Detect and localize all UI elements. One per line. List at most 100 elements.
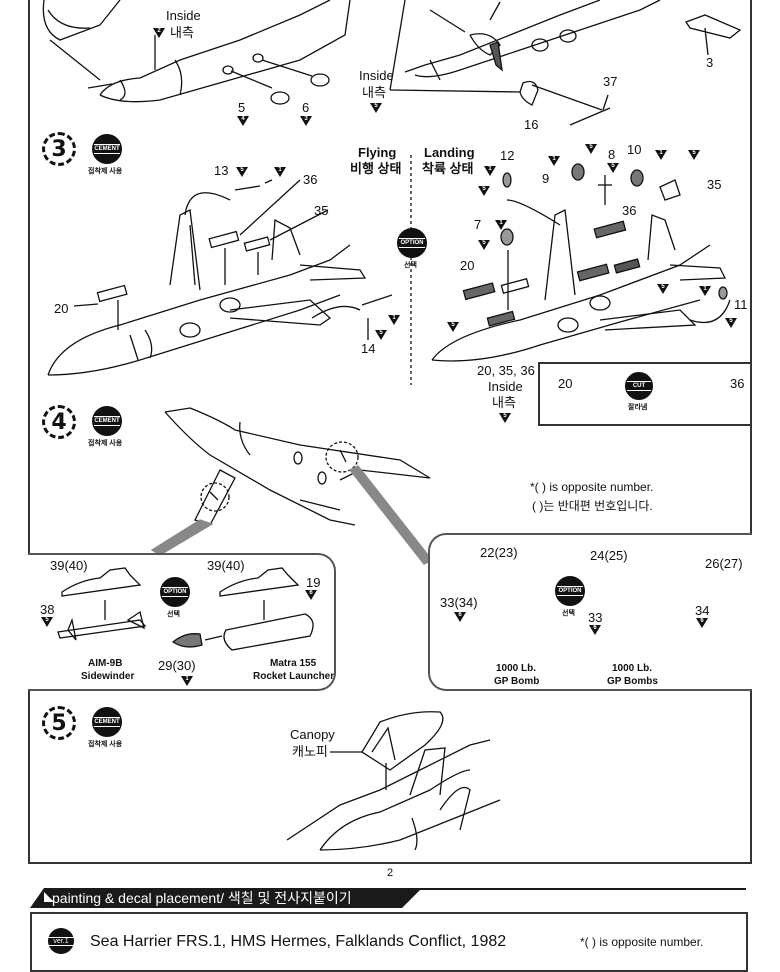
part-number: 39(40) [207, 558, 245, 573]
paint-code-marker: 5 [478, 240, 490, 250]
instruction-frame [28, 0, 752, 864]
part-number: 12 [500, 148, 515, 163]
part-number: 19 [306, 575, 321, 590]
step3-flying-aircraft-drawing [47, 179, 393, 376]
part-number: 22(23) [480, 545, 518, 560]
part-number: 16 [524, 117, 539, 132]
part-number: 36 [730, 376, 745, 391]
part-number: 33 [588, 610, 603, 625]
matra-pylon-drawing [171, 567, 314, 651]
part-number: 9 [542, 171, 550, 186]
cement-icon: CEMENT [92, 707, 122, 737]
paint-code-marker: 1 [484, 166, 496, 176]
part-number: 6 [302, 100, 310, 115]
flying-label: Flying [358, 145, 397, 160]
inside-parts-list: 20, 35, 36 [477, 363, 535, 378]
paint-code-marker: 5 [499, 413, 511, 423]
page-number: 2 [387, 867, 394, 879]
part-number: 24(25) [590, 548, 628, 563]
option-label-ko: 선택 [167, 611, 180, 618]
section-rule [410, 888, 746, 890]
paint-code-marker: 5 [236, 167, 248, 177]
step-number-5: 5 [42, 706, 76, 740]
paint-code-marker: 1 [655, 150, 667, 160]
opposite-number-note: *( ) is opposite number. [530, 480, 654, 494]
step2-right-fuselage-drawing [389, 0, 742, 126]
paint-code-marker: 1 [495, 220, 507, 230]
weapon-name: Rocket Launcher [253, 671, 335, 682]
part-number: 7 [474, 217, 482, 232]
inside-label: Inside [166, 8, 201, 23]
paint-code-marker: 5 [375, 330, 387, 340]
weapon-name: Matra 155 [270, 658, 317, 669]
missile-option-box [28, 553, 336, 691]
part-number: 3 [706, 55, 714, 70]
part-number: 5 [238, 100, 246, 115]
paint-code-marker: 1 [548, 156, 560, 166]
paint-code-marker: 5 [607, 163, 619, 173]
paint-code-marker: 4 [237, 116, 249, 126]
step2-left-fuselage-drawing [42, 0, 351, 105]
part-number: 10 [627, 142, 642, 157]
inside-label: Inside [488, 379, 523, 394]
painting-section-title: painting & decal placement/ 색칠 및 전사지붙이기 [52, 890, 352, 906]
paint-code-marker: 5 [585, 144, 597, 154]
cement-label-ko: 접착제 사용 [88, 168, 123, 175]
part-number: 14 [361, 341, 376, 356]
canopy-label: Canopy [290, 727, 335, 742]
option-icon: OPTION [555, 576, 585, 606]
paint-code-marker: 3 [300, 116, 312, 126]
landing-label: Landing [424, 145, 475, 160]
part-number: 38 [40, 602, 55, 617]
part-number: 33(34) [440, 595, 478, 610]
paint-code-marker: 5 [370, 103, 382, 113]
option-label-ko: 선택 [404, 262, 417, 269]
part-number: 35 [314, 203, 329, 218]
paint-code-marker: 5 [41, 617, 53, 627]
paint-code-marker: 1 [274, 167, 286, 177]
paint-code-marker: 6 [305, 590, 317, 600]
inside2-label: Inside [359, 68, 394, 83]
weapon-name: GP Bombs [607, 676, 658, 687]
paint-code-marker: 2 [153, 28, 165, 38]
cut-label-ko: 잘라냄 [628, 404, 648, 411]
inside2-label-ko: 내측 [362, 85, 386, 100]
part-number: 8 [608, 147, 616, 162]
option-label-ko: 선택 [562, 610, 575, 617]
cement-label-ko: 접착제 사용 [88, 741, 123, 748]
opposite-number-note: *( ) is opposite number. [580, 935, 704, 949]
cut-icon: CUT [625, 372, 653, 400]
part-number: 11 [734, 297, 748, 312]
step-number-3: 3 [42, 132, 76, 166]
weapon-name: AIM-9B [88, 658, 123, 669]
cement-label-ko: 접착제 사용 [88, 440, 123, 447]
part-number: 20 [460, 258, 475, 273]
part-number: 29(30) [158, 658, 196, 673]
part-number: 37 [603, 74, 618, 89]
cement-icon: CEMENT [92, 406, 122, 436]
bomb-option-box [428, 533, 752, 691]
paint-code-marker: 1 [388, 315, 400, 325]
painting-section-header: painting & decal placement/ 색칠 및 전사지붙이기 [30, 888, 422, 908]
paint-code-marker: 5 [447, 322, 459, 332]
step-number-4: 4 [42, 405, 76, 439]
paint-code-marker: 1 [699, 286, 711, 296]
step4-aircraft-drawing [150, 407, 434, 565]
paint-code-marker: 1 [181, 676, 193, 686]
part-number: 34 [695, 603, 710, 618]
part-number: 39(40) [50, 558, 88, 573]
paint-code-marker: 6 [589, 625, 601, 635]
paint-code-marker: 5 [688, 150, 700, 160]
paint-code-marker: 5 [657, 284, 669, 294]
landing-label-ko: 착륙 상태 [422, 161, 474, 176]
canopy-label-ko: 캐노피 [292, 744, 328, 759]
part-number: 13 [214, 163, 229, 178]
inside-label-ko: 내측 [170, 25, 194, 40]
step3-landing-aircraft-drawing [431, 163, 731, 362]
paint-code-marker: 5 [478, 186, 490, 196]
weapon-name: Sidewinder [81, 671, 135, 682]
weapon-name: 1000 Lb. [496, 663, 537, 674]
opposite-number-note-ko: ( )는 반대편 번호입니다. [532, 499, 653, 513]
